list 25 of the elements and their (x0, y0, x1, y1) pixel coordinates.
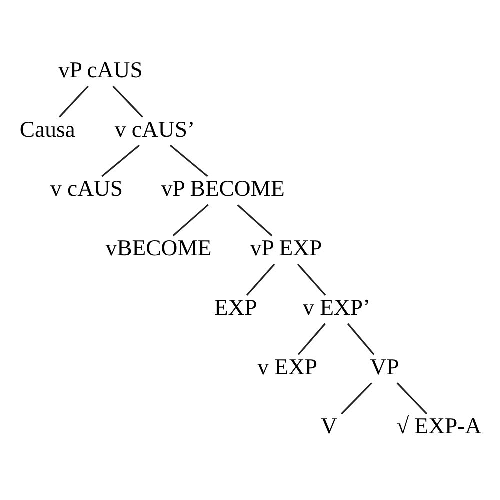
connector (347, 323, 375, 356)
connector (341, 382, 372, 415)
node-text: v EXP’ (303, 294, 371, 320)
node-text: v cAUS’ (114, 116, 196, 142)
node-text: EXP (214, 294, 258, 320)
connector (58, 86, 89, 118)
connector (246, 264, 276, 296)
node-text: VP (370, 354, 400, 380)
node-text: v cAUS (50, 176, 124, 202)
connector (112, 86, 144, 118)
connector (170, 144, 208, 178)
connector (396, 382, 428, 415)
node-text: Causa (20, 116, 76, 142)
connector (298, 323, 326, 356)
node-text: vP cAUS (58, 58, 143, 82)
node-text: vP BECOME (161, 176, 285, 202)
connector (237, 204, 273, 237)
node-text: vP EXP (250, 236, 322, 261)
node-text: v EXP (258, 354, 318, 380)
node-text: V (321, 414, 338, 439)
connector (172, 204, 210, 236)
node-text: vBECOME (106, 236, 212, 261)
node-text: √ EXP-A (396, 414, 482, 439)
connector (102, 144, 140, 178)
connector (297, 264, 326, 296)
